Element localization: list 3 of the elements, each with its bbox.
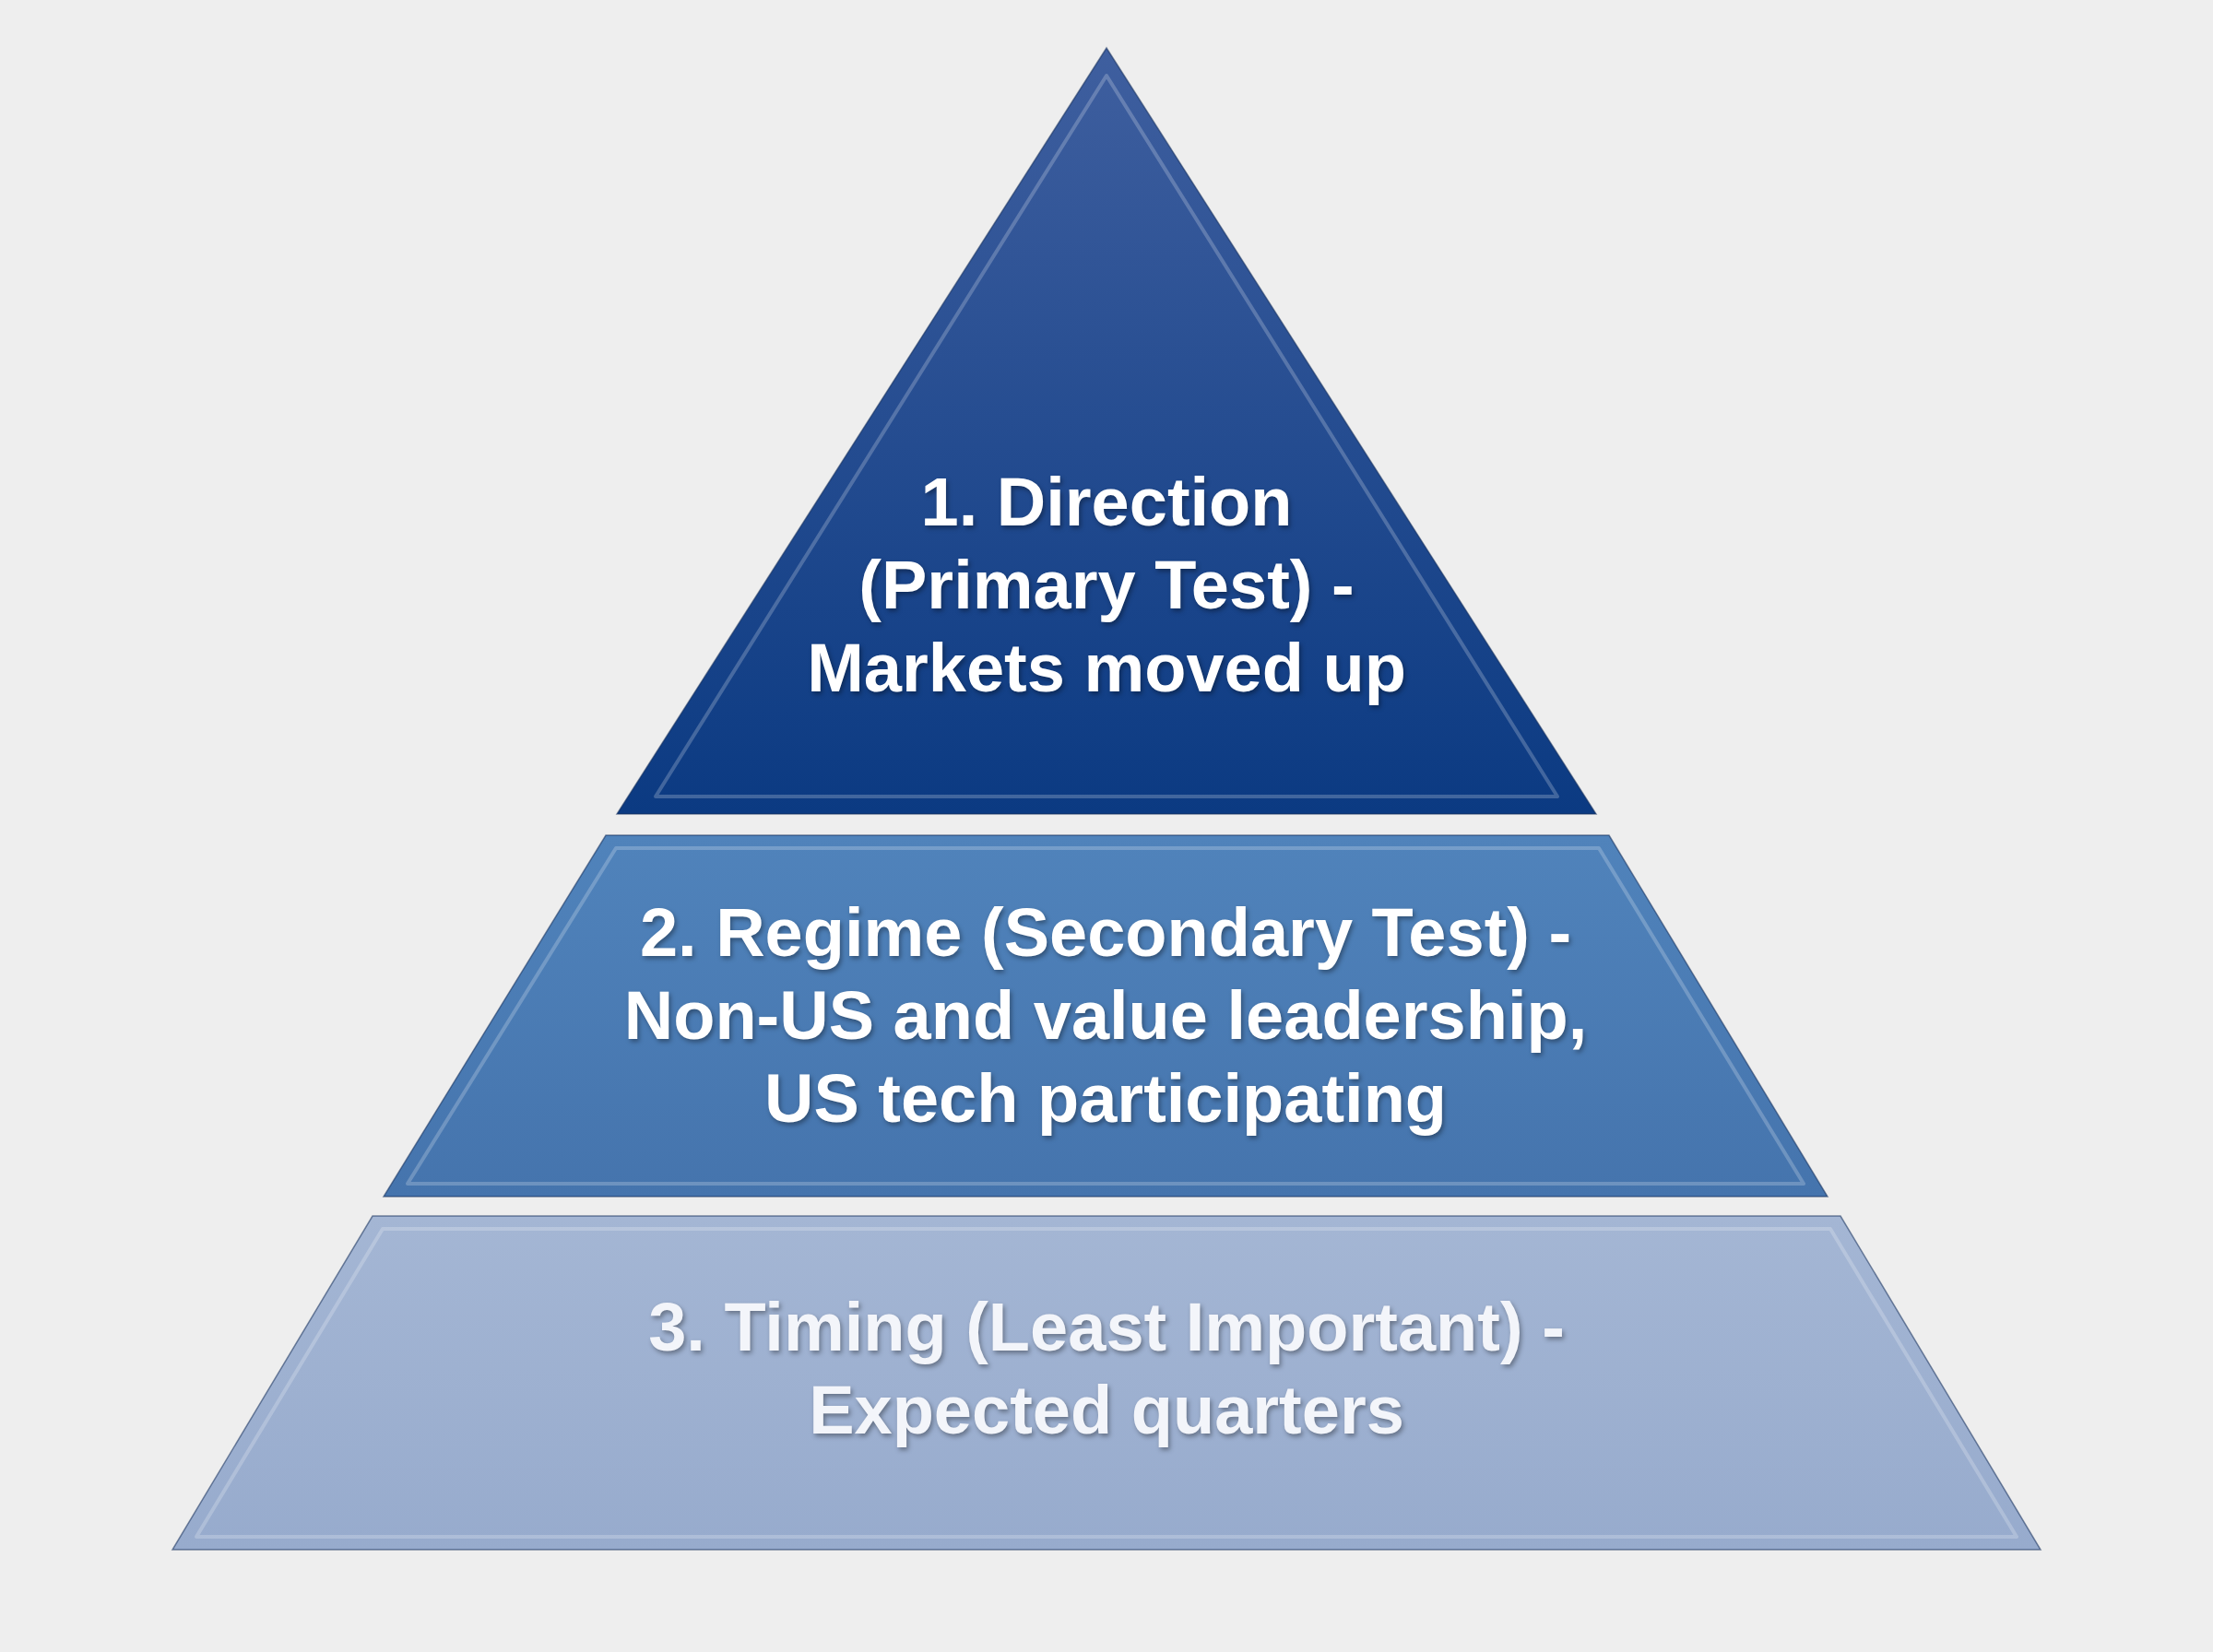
tier-label: 3. Timing (Least Important) - Expected quarters <box>647 1288 1566 1450</box>
tier-label: 2. Regime (Secondary Test) - Non-US and value leadership, US tech participating <box>622 893 1589 1139</box>
tier-label: 1. Direction (Primary Test) - Markets moved up <box>806 463 1407 708</box>
